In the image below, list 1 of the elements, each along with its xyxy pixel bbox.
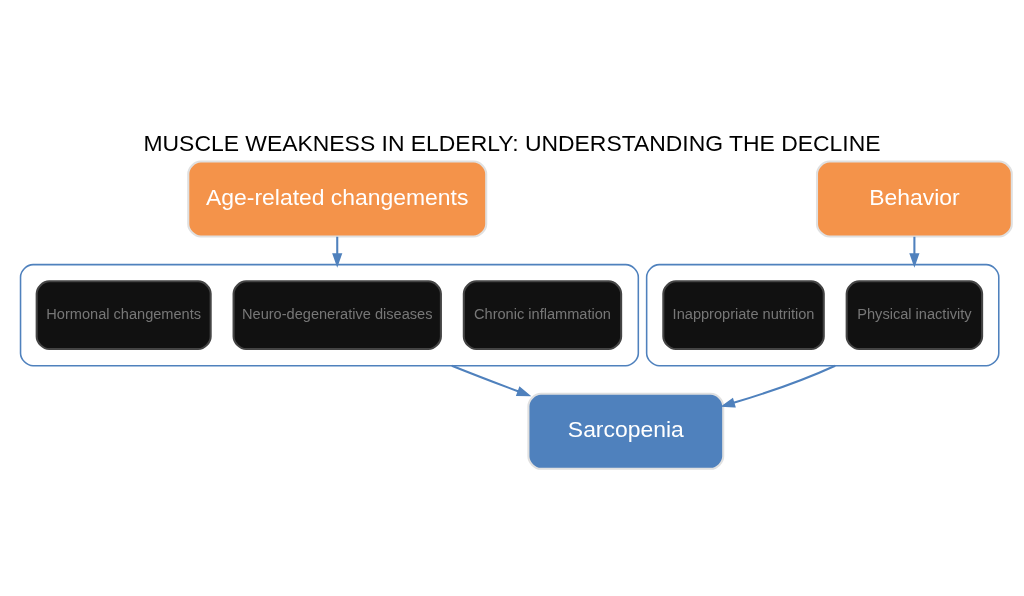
diagram-title: MUSCLE WEAKNESS IN ELDERLY: UNDERSTANDING THE DECLINE (143, 129, 881, 156)
